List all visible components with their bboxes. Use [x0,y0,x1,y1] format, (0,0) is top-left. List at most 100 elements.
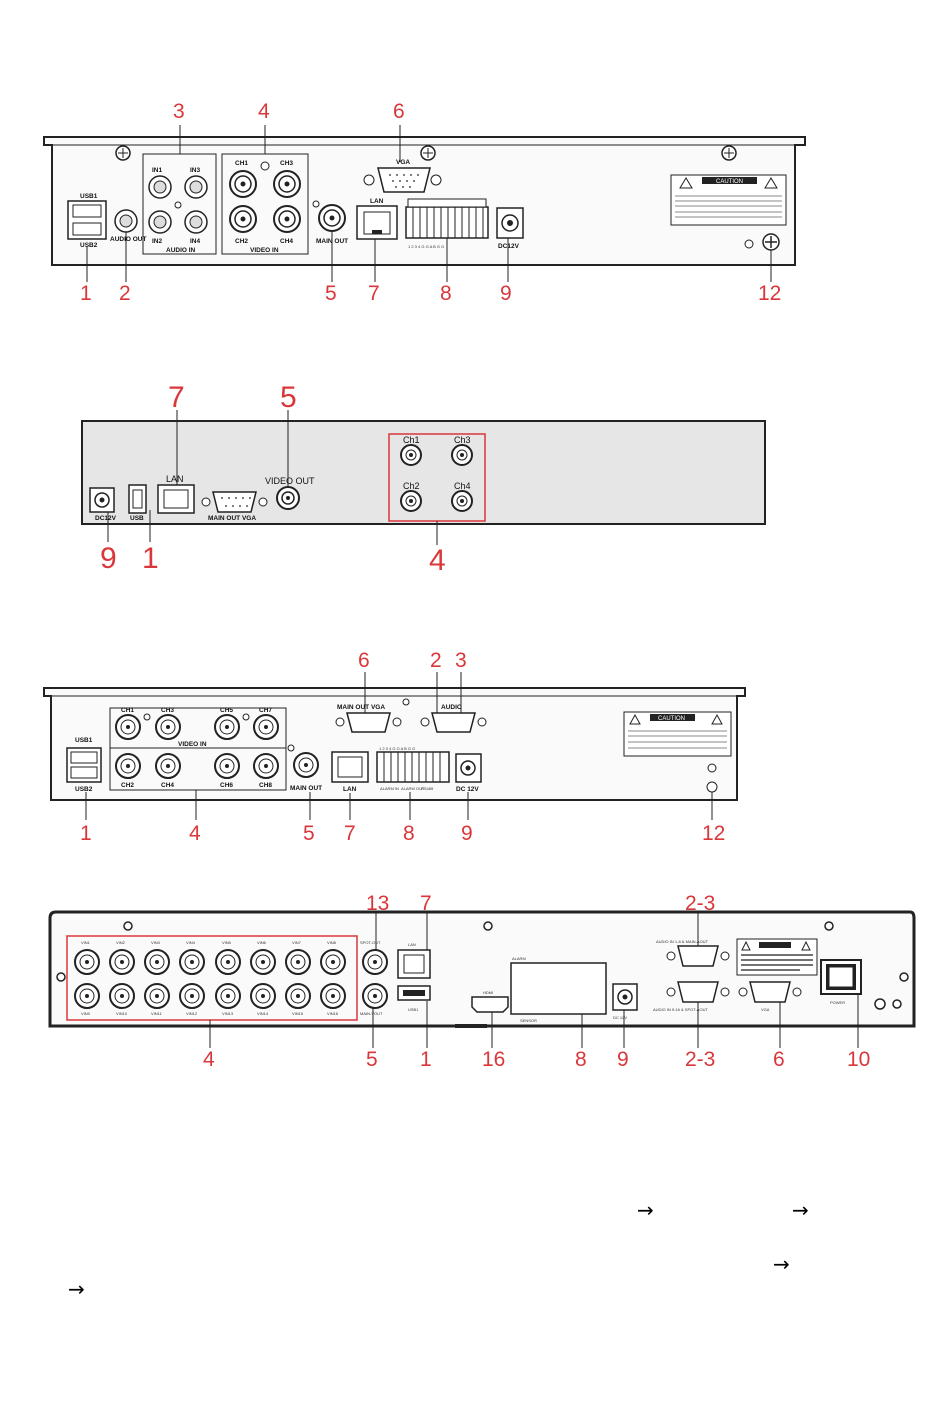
usb-port-pair [67,200,107,240]
callout-number: 4 [258,100,270,123]
callout-number: 7 [168,381,185,414]
dc12v-label: DC12V [498,243,520,250]
svg-text:1 2 3 4 G G A B G G: 1 2 3 4 G G A B G G [379,746,415,751]
vin-label: VIN11 [151,1011,163,1016]
audio-bottom-label: AUDIO IN 9-16 & SPOT-AOUT [653,1007,708,1012]
bnc-connector-icon [362,949,388,975]
bnc-connector-icon [215,983,241,1009]
bnc-connector-icon [214,714,240,740]
callout-number: 2 [119,282,131,305]
alarm-in-label: ALARM IN [380,786,399,791]
callout-number: 1 [80,282,92,305]
arrow-right-icon: → [773,1252,790,1276]
callout-number: 7 [344,822,356,845]
lan-label: LAN [166,474,184,484]
grounding-screw-icon [762,233,780,251]
grounding-screw-icon [874,998,886,1010]
ch4-label: CH4 [161,782,174,789]
vga-connector-icon [335,712,402,733]
callout-number: 8 [440,282,452,305]
rca-jack-icon [184,210,208,234]
caution-label: CAUTION [623,711,732,757]
callout-number: 9 [500,282,512,305]
ch1-label: CH1 [235,160,248,167]
vin-label: VIN10 [116,1011,128,1016]
bnc-connector-icon [253,714,279,740]
callout-number: 4 [189,822,201,845]
vin-label: VIN2 [116,940,126,945]
bnc-connector-icon [179,949,205,975]
screw-icon [721,145,737,161]
callout-number: 7 [420,892,432,915]
ch2-label: CH2 [235,238,248,245]
video-out-label: VIDEO OUT [265,476,315,486]
callout-number: 5 [325,282,337,305]
lan-port-icon [331,751,369,783]
usb1-label: USB1 [75,737,93,744]
dc12v-label: DC12V [95,515,117,522]
bnc-connector-icon [155,753,181,779]
rs485-label: RS485 [421,786,434,791]
ch3-label: Ch3 [454,435,471,445]
vga-connector-icon [363,167,442,193]
vin-label: VIN9 [81,1011,91,1016]
audio-label: AUDIO [441,704,462,711]
dc-power-jack [89,487,115,513]
panel1-rear-view: USB1 USB2 AUDIO OUT IN1 IN3 IN2 IN4 AUDI… [43,100,806,305]
callout-number: 9 [617,1048,629,1071]
bnc-connector-icon [109,949,135,975]
vin-label: VIN5 [222,940,232,945]
bnc-connector-icon [400,444,422,466]
dc12v-label: DC 12V [613,1015,627,1020]
screw-icon [115,145,131,161]
bnc-connector-icon [250,949,276,975]
lan-label: LAN [408,942,416,947]
callout-number: 4 [203,1048,215,1071]
rca-jack-icon [148,210,172,234]
callout-number: 16 [482,1048,505,1071]
ch4-label: Ch4 [454,481,471,491]
power-label: POWER [830,1000,845,1005]
bnc-connector-icon [74,949,100,975]
audio-db-connector-icon [666,981,730,1003]
ch3-label: CH3 [161,707,174,714]
callout-number: 7 [368,282,380,305]
audio-db-connector-icon [666,945,730,967]
bnc-connector-icon [451,444,473,466]
vin-label: VIN6 [257,940,267,945]
caution-label: CAUTION [670,174,787,226]
rca-jack-icon [148,175,172,199]
bnc-connector-icon [214,753,240,779]
in3-label: IN3 [190,167,201,174]
vin-label: VIN3 [151,940,161,945]
bnc-connector-icon [74,983,100,1009]
vga-label: VGA [396,159,410,166]
callout-number: 1 [80,822,92,845]
bnc-connector-icon [320,983,346,1009]
ch4-label: CH4 [280,238,293,245]
vin-label: VIN4 [186,940,196,945]
dc-power-jack [496,207,524,239]
arrow-right-icon: → [68,1277,85,1301]
arrow-right-icon: → [792,1198,809,1222]
usb-label: USB [130,515,144,522]
callout-number: 6 [358,649,370,672]
lan-label: LAN [343,786,357,793]
callout-number: 6 [773,1048,785,1071]
callout-number: 5 [280,381,297,414]
bnc-connector-icon [155,714,181,740]
usb2-label: USB2 [75,786,93,793]
in2-label: IN2 [152,238,163,245]
callout-number: 3 [173,100,185,123]
bnc-connector-icon [318,204,346,232]
callout-number: 9 [100,542,117,575]
alarm-terminal-block: ALARM SENSOR [510,956,607,1023]
callout-number: 8 [403,822,415,845]
vga-label: VGA [761,1007,770,1012]
lan-label: LAN [370,198,384,205]
callout-number: 6 [393,100,405,123]
bnc-connector-icon [253,753,279,779]
bnc-connector-icon [285,949,311,975]
screw-icon [420,145,436,161]
ch1-label: CH1 [121,707,134,714]
